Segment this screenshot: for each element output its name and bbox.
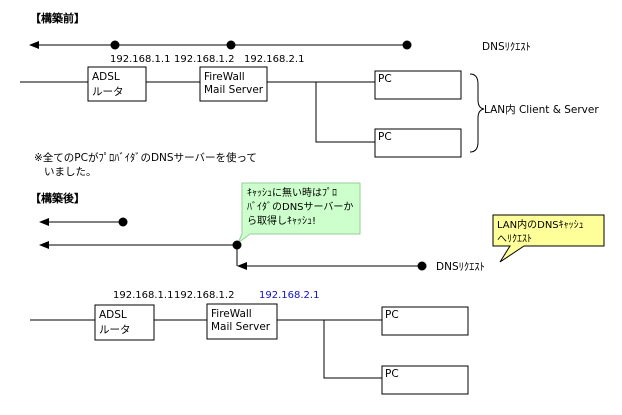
before-firewall-label-2: Mail Server: [204, 84, 264, 96]
after-pc2-box: [381, 365, 469, 395]
after-firewall-box: [206, 303, 278, 340]
after-router-label-2: ルータ: [99, 324, 131, 336]
before-router-label-2: ルータ: [92, 86, 124, 98]
after-pc2-label: PC: [385, 368, 399, 380]
before-hop-firewall-dot: [226, 40, 236, 50]
after-green-callout-line-2: ﾊﾞｲﾀﾞのDNSサーバーか: [247, 201, 353, 213]
before-pc1-box: [374, 70, 462, 100]
before-router-label-1: ADSL: [92, 71, 120, 83]
after-green-callout: [236, 182, 361, 245]
before-lan-branch: [315, 82, 375, 143]
after-yellow-callout-line-1: LAN内のDNSｷｬｯｼｭ: [497, 218, 584, 231]
after-dns-request-label: DNSﾘｸｴｽﾄ: [436, 261, 485, 273]
before-section: 【構築前】 DNSﾘｸｴｽﾄ 192.168.1.1 192.168.1.2 1…: [20, 11, 599, 178]
before-heading: 【構築前】: [30, 11, 85, 25]
after-yellow-callout: [492, 214, 605, 263]
after-green-callout-line-3: ら取得しｷｬｯｼｭ!: [247, 215, 316, 227]
before-router-box: [87, 66, 147, 102]
before-ip-router: 192.168.1.1: [110, 54, 170, 65]
after-heading: 【構築後】: [30, 191, 85, 205]
before-pc1-label: PC: [378, 73, 392, 85]
before-firewall-box: [199, 66, 268, 102]
after-router-hop-dot: [118, 217, 128, 227]
before-hop-pc-dot: [402, 40, 412, 50]
before-note-line-1: ※全てのPCがﾌﾟﾛﾊﾞｲﾀﾞのDNSサーバーを使って: [34, 151, 257, 164]
after-pc-hop-dot: [417, 261, 427, 271]
after-lan-branch: [323, 320, 382, 379]
after-green-callout-line-1: ｷｬｯｼｭに無い時はﾌﾟﾛ: [247, 186, 337, 199]
after-router-box: [94, 304, 155, 341]
after-section: 【構築後】 ｷｬｯｼｭに無い時はﾌﾟﾛ ﾊﾞｲﾀﾞのDNSサーバーか ら取得しｷ…: [30, 182, 605, 395]
after-firewall-label-1: FireWall: [211, 308, 252, 320]
after-ip-router: 192.168.1.1: [113, 290, 173, 301]
after-ip-firewall-wan: 192.168.1.2: [174, 290, 234, 301]
after-pc1-box: [381, 306, 469, 336]
before-hop-router-dot: [110, 40, 120, 50]
before-pc2-box: [374, 128, 462, 158]
before-firewall-label-1: FireWall: [204, 71, 245, 83]
after-pc1-label: PC: [385, 309, 399, 321]
after-firewall-label-2: Mail Server: [211, 321, 271, 333]
after-router-label-1: ADSL: [99, 309, 127, 321]
before-ip-firewall-wan: 192.168.1.2: [174, 54, 234, 65]
before-ip-firewall-lan: 192.168.2.1: [244, 54, 304, 65]
after-ip-firewall-lan: 192.168.2.1: [259, 290, 319, 301]
before-pc2-label: PC: [378, 131, 392, 143]
after-yellow-callout-line-2: へﾘｸｴｽﾄ: [497, 233, 532, 245]
before-note-line-2: いました。: [44, 166, 97, 178]
before-lan-brace: [469, 73, 485, 153]
before-lan-label: LAN内 Client & Server: [484, 103, 599, 116]
before-dns-request-label: DNSﾘｸｴｽﾄ: [482, 41, 531, 53]
